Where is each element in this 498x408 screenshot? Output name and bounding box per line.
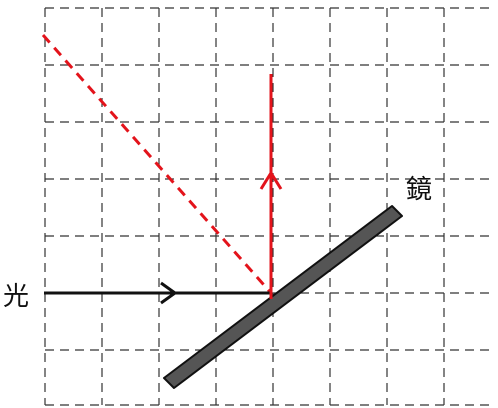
mirror — [163, 205, 403, 389]
reflected-arrow-head — [259, 170, 283, 190]
incident-arrow-head — [160, 281, 178, 305]
light-label: 光 — [3, 282, 29, 312]
extension-line — [41, 34, 273, 294]
mirror-label: 鏡 — [406, 175, 432, 205]
